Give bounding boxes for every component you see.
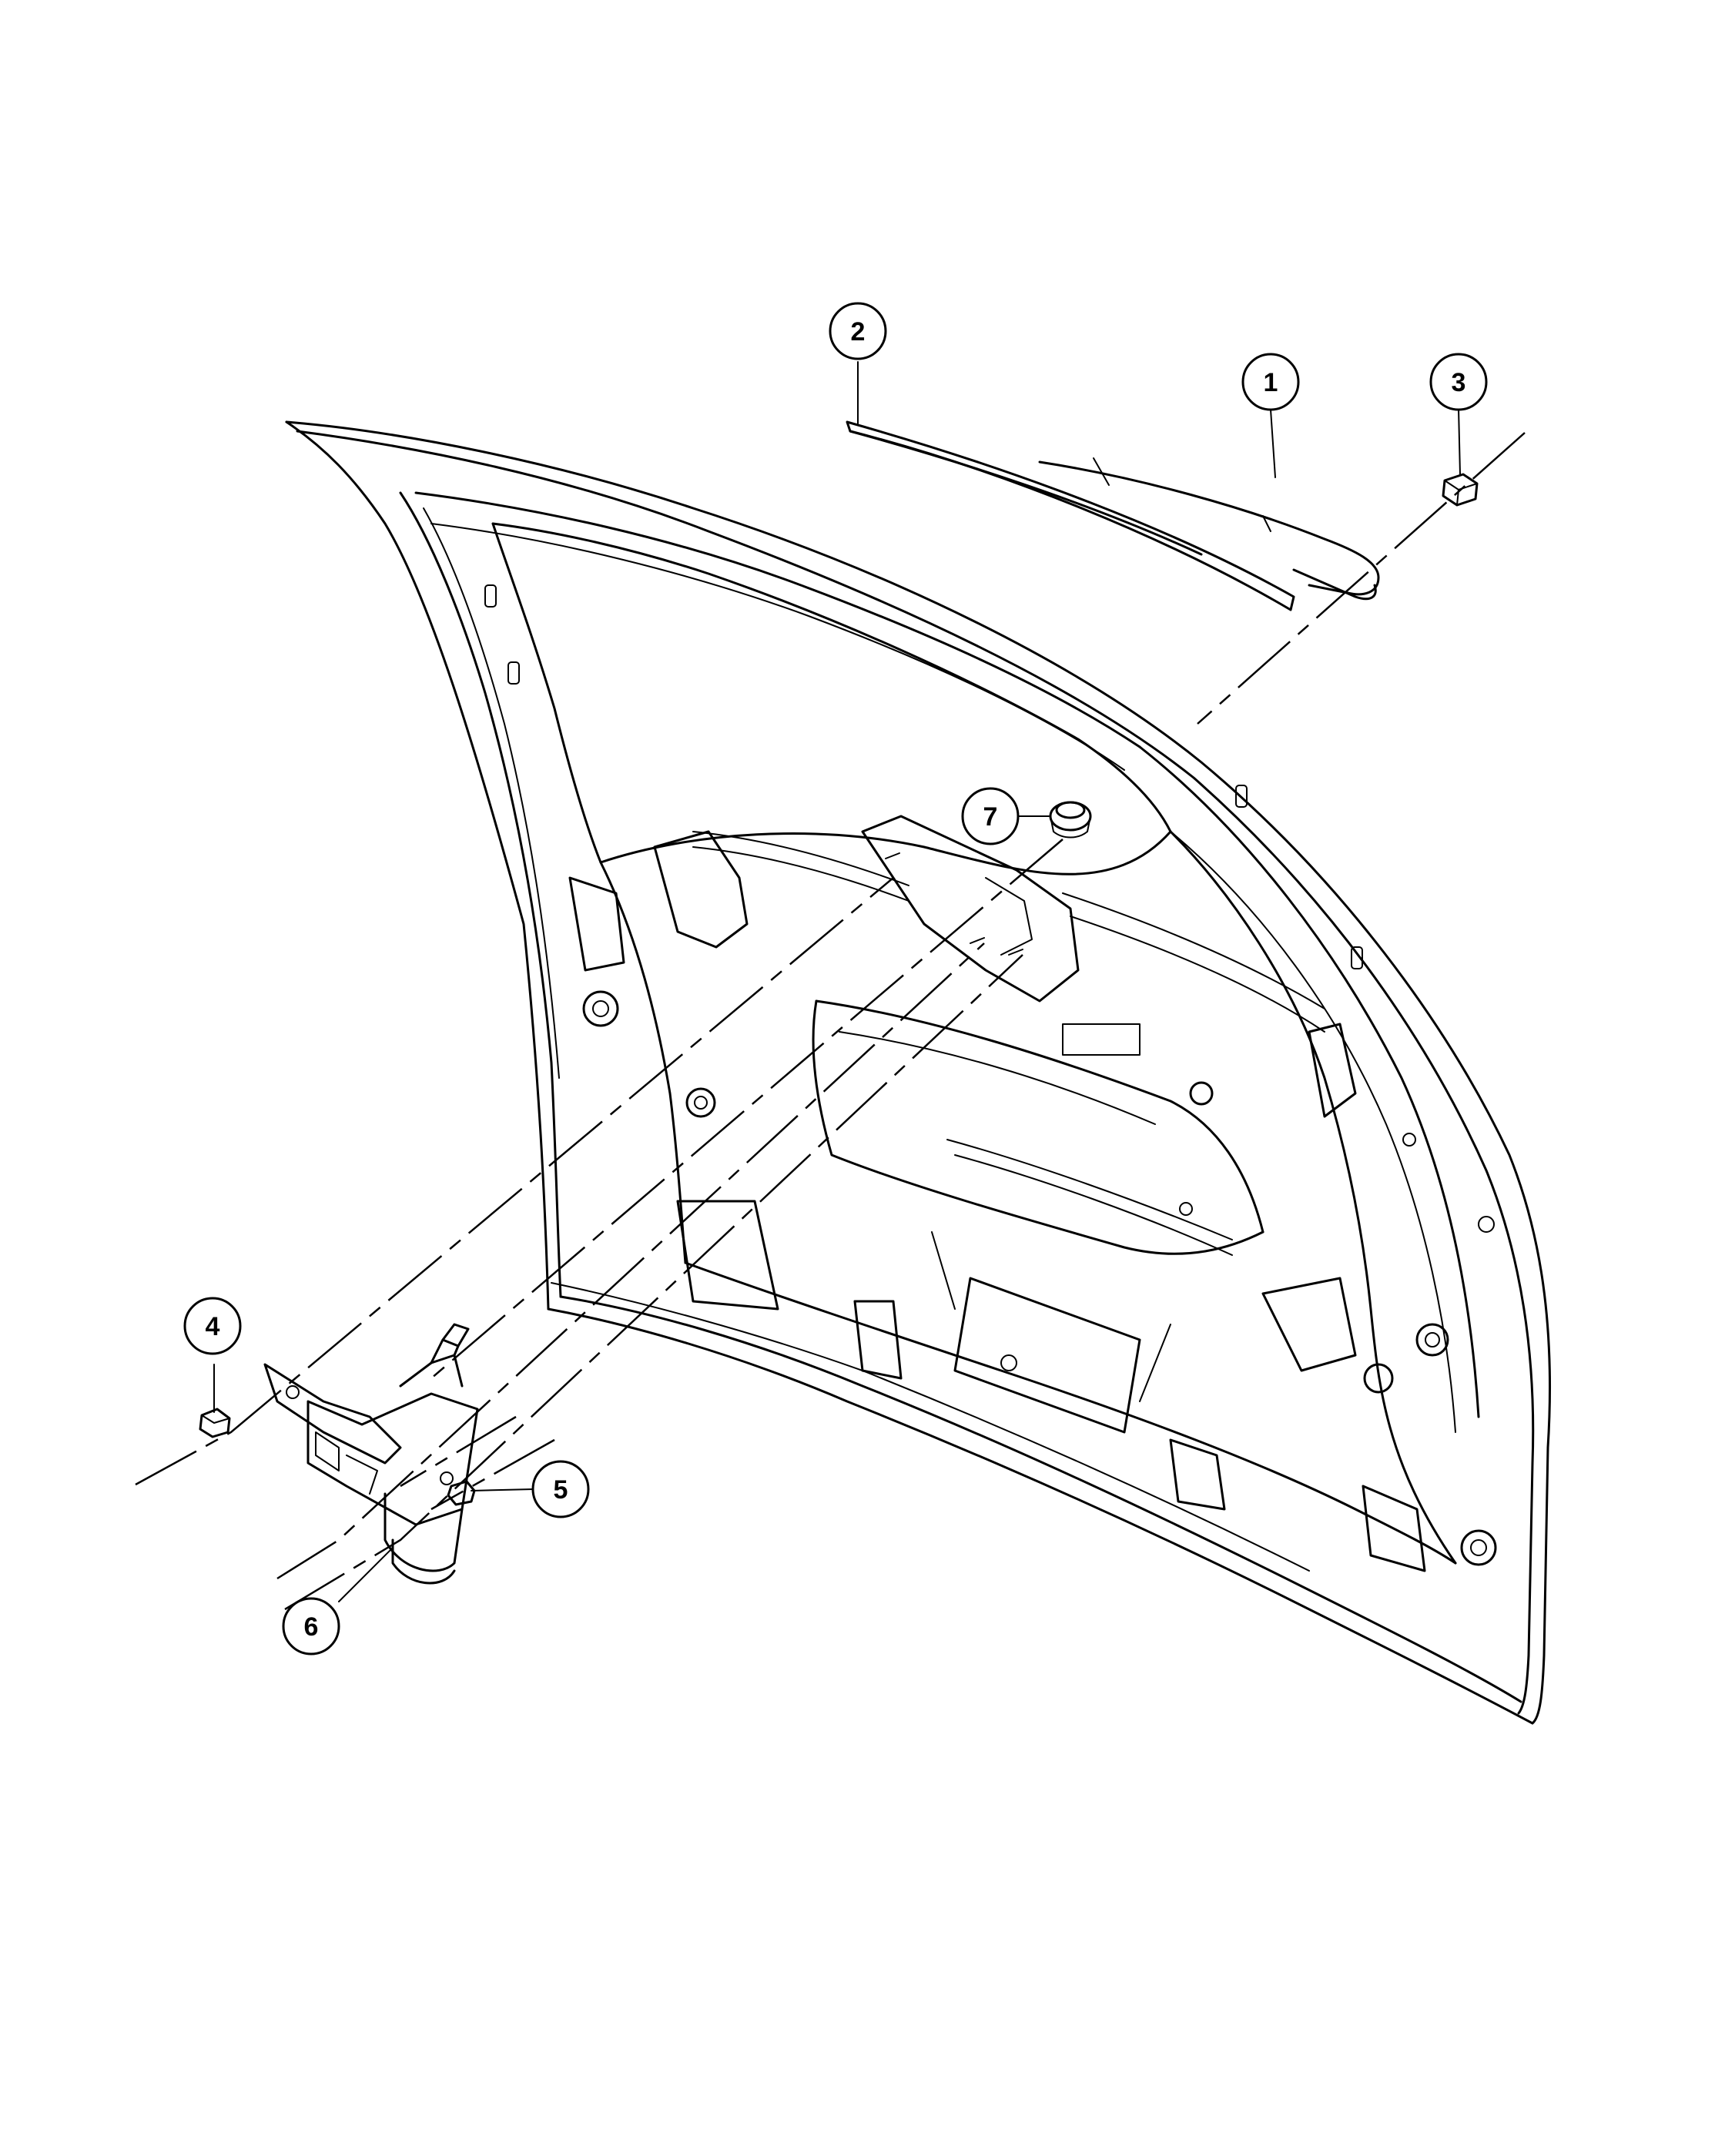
motor-bolt bbox=[447, 1480, 476, 1506]
callout-3: 3 bbox=[1429, 353, 1488, 411]
callout-label: 4 bbox=[206, 1312, 220, 1341]
callout-7: 7 bbox=[961, 787, 1020, 845]
callout-label: 1 bbox=[1264, 368, 1278, 397]
callout-4: 4 bbox=[183, 1297, 242, 1355]
callout-6: 6 bbox=[282, 1597, 340, 1656]
mounting-studs bbox=[885, 852, 1023, 956]
grommet bbox=[1049, 801, 1092, 839]
callout-1: 1 bbox=[1241, 353, 1300, 411]
callout-2: 2 bbox=[829, 302, 887, 360]
callout-label: 6 bbox=[304, 1612, 319, 1642]
callout-label: 7 bbox=[983, 802, 998, 832]
motor-nut bbox=[199, 1408, 231, 1438]
callout-label: 3 bbox=[1452, 368, 1466, 397]
wiper-motor-assembly bbox=[263, 1323, 479, 1585]
liftgate-panel bbox=[285, 420, 1552, 1725]
leader-lines bbox=[213, 361, 1461, 1602]
callout-label: 2 bbox=[851, 317, 866, 346]
wiper-arm-and-blade bbox=[846, 420, 1380, 611]
alignment-lines bbox=[135, 432, 1526, 1611]
callout-5: 5 bbox=[531, 1460, 590, 1518]
callout-label: 5 bbox=[554, 1475, 568, 1505]
